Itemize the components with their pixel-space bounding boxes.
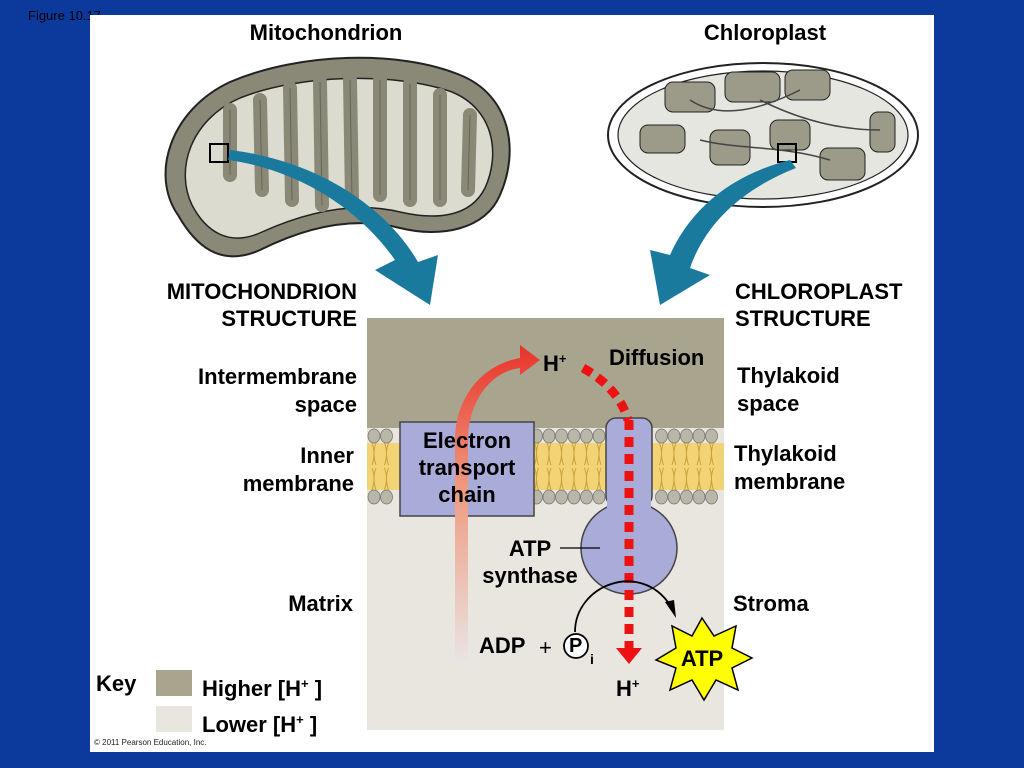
plus-sign: + <box>539 635 552 660</box>
channel-arrowhead <box>616 648 642 664</box>
adp-label: ADP <box>479 633 526 658</box>
key-higher-label: Higher [H+ ] <box>202 676 323 701</box>
matrix-label: Matrix <box>288 591 353 616</box>
phosphate-subscript: i <box>590 651 594 667</box>
chloro-zoom-arrow <box>650 160 796 305</box>
inner-membrane-label-2: membrane <box>242 471 354 496</box>
atp-label: ATP <box>680 646 724 671</box>
figure-label: Figure 10.17 <box>28 8 101 23</box>
key-swatch-lower <box>156 706 192 732</box>
intermembrane-label-1: Intermembrane <box>198 364 357 389</box>
atp-synthase-label-2: synthase <box>482 563 578 588</box>
chloro-structure-heading-1: CHLOROPLAST <box>735 279 903 304</box>
h-plus-top-label: H+ <box>543 351 567 376</box>
etc-label-1: Electron <box>422 428 512 453</box>
thylakoid-membrane-label-1: Thylakoid <box>734 441 837 466</box>
atp-starburst <box>654 616 754 702</box>
thylakoid-space-label-1: Thylakoid <box>737 363 840 388</box>
thylakoid-membrane-label-2: membrane <box>734 469 846 494</box>
mito-structure-heading-1: MITOCHONDRION <box>166 279 357 304</box>
chloroplast-illustration <box>607 62 919 208</box>
diffusion-label: Diffusion <box>609 345 705 370</box>
atp-synthase-label-1: ATP <box>508 536 552 561</box>
mito-zoom-arrow <box>228 150 438 305</box>
diffusion-dashes <box>580 364 633 422</box>
atp-synthase <box>580 417 678 595</box>
etc-label-3: chain <box>438 482 496 507</box>
mitochondrion-illustration <box>164 56 511 258</box>
key-title: Key <box>96 671 137 696</box>
phosphorylation-arrow <box>574 580 671 633</box>
proton-pump-arrow <box>455 345 540 662</box>
mitochondrion-title: Mitochondrion <box>249 20 403 45</box>
mito-structure-heading-2: STRUCTURE <box>221 306 357 331</box>
thylakoid-space-label-2: space <box>737 391 800 416</box>
key-lower-label: Lower [H+ ] <box>202 712 318 737</box>
chloro-structure-heading-2: STRUCTURE <box>735 306 871 331</box>
intermembrane-label-2: space <box>294 392 357 417</box>
stroma-label: Stroma <box>733 591 809 616</box>
etc-label-2: transport <box>418 455 516 480</box>
phosphate-label: P <box>569 635 583 657</box>
chloroplast-title: Chloroplast <box>703 20 827 45</box>
h-plus-bottom-label: H+ <box>616 676 640 701</box>
key-swatch-higher <box>156 670 192 696</box>
inner-membrane-label-1: Inner <box>300 443 354 468</box>
copyright-notice: © 2011 Pearson Education, Inc. <box>94 738 207 747</box>
phosphate-circle <box>563 633 589 659</box>
